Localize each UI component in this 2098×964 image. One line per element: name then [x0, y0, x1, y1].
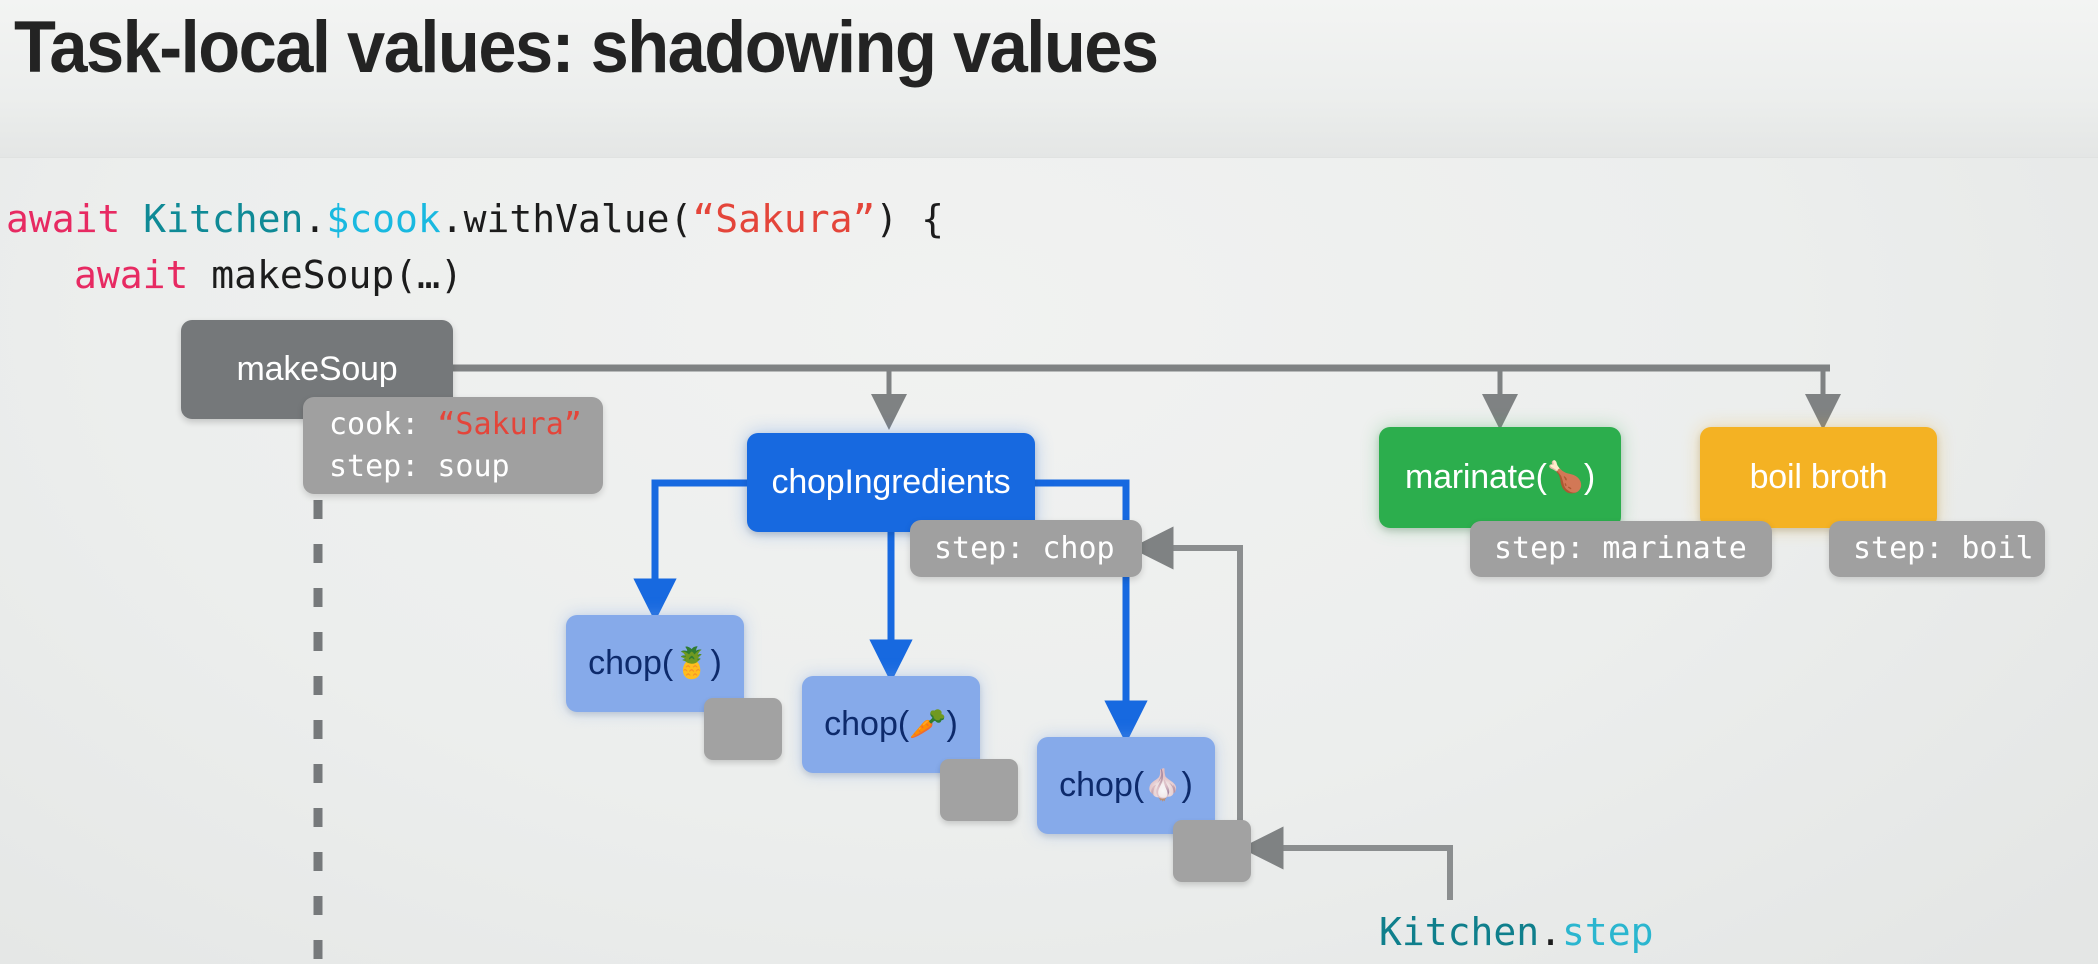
code-dot: . [303, 197, 327, 241]
task-node-chop-carrot-label-end: ) [946, 705, 958, 743]
task-node-chop-carrot-label: chop( [824, 705, 910, 743]
task-node-boilbroth-label: boil broth [1749, 458, 1888, 496]
code-line-await-withvalue: await Kitchen.$cook.withValue(“Sakura”) … [6, 200, 944, 238]
task-local-stub-garlic [1173, 820, 1251, 882]
code-call-makesoup: makeSoup(…) [211, 253, 463, 297]
kitchen-step-dot: . [1539, 910, 1563, 954]
annotation-step-chop-text: step: chop [934, 530, 1115, 566]
code-line-makesoup: await makeSoup(…) [74, 256, 463, 294]
task-node-chop-garlic-label-end: ) [1181, 766, 1193, 804]
task-node-chop-pineapple-label: chop( [588, 644, 674, 682]
annotation-makesoup-values: cook: “Sakura” step: soup [303, 397, 603, 494]
task-node-makesoup-label: makeSoup [236, 350, 398, 388]
annotation-cook-value: “Sakura” [437, 406, 582, 442]
annotation-makesoup-line-cook: cook: “Sakura” [329, 404, 603, 446]
task-node-chopingredients-label: chopIngredients [771, 463, 1011, 501]
task-node-marinate[interactable]: marinate(🍗) [1379, 427, 1621, 528]
task-node-marinate-label-end: ) [1583, 458, 1596, 496]
annotation-step-boil-text: step: boil [1853, 531, 2034, 566]
header-band [0, 0, 2098, 158]
annotation-step-marinate: step: marinate [1470, 521, 1772, 577]
code-string-sakura: “Sakura” [692, 197, 876, 241]
task-node-chop-garlic[interactable]: chop(🧄) [1037, 737, 1215, 834]
task-node-chop-garlic-label: chop( [1059, 766, 1145, 804]
kitchen-step-type: Kitchen [1379, 910, 1540, 954]
code-property-cook: $cook [326, 197, 441, 241]
annotation-cook-key: cook: [329, 406, 438, 442]
annotation-step-boil: step: boil [1829, 521, 2045, 577]
code-brace-open: ) { [875, 197, 945, 241]
page-title: Task-local values: shadowing values [14, 7, 1159, 88]
task-node-boilbroth[interactable]: boil broth [1700, 427, 1937, 528]
task-local-stub-pineapple [704, 698, 782, 760]
pineapple-icon: 🍍 [673, 646, 711, 681]
poultry-leg-icon: 🍗 [1546, 460, 1584, 495]
kitchen-step-label: Kitchen.step [1379, 913, 1654, 951]
code-type-kitchen: Kitchen [143, 197, 304, 241]
task-node-chopingredients[interactable]: chopIngredients [747, 433, 1035, 532]
code-call-withvalue: .withValue( [440, 197, 693, 241]
annotation-step-marinate-text: step: marinate [1494, 531, 1747, 566]
task-node-chop-pineapple[interactable]: chop(🍍) [566, 615, 744, 712]
code-keyword-await-2: await [74, 253, 212, 297]
annotation-step-chop: step: chop [910, 520, 1142, 577]
code-keyword-await: await [6, 197, 144, 241]
carrot-icon: 🥕 [909, 707, 947, 742]
task-node-marinate-label: marinate( [1404, 458, 1547, 496]
annotation-makesoup-line-step: step: soup [329, 448, 510, 484]
task-node-chop-pineapple-label-end: ) [710, 644, 722, 682]
garlic-icon: 🧄 [1144, 768, 1182, 803]
task-node-chop-carrot[interactable]: chop(🥕) [802, 676, 980, 773]
kitchen-step-prop: step [1562, 910, 1654, 954]
task-local-stub-carrot [940, 759, 1018, 821]
